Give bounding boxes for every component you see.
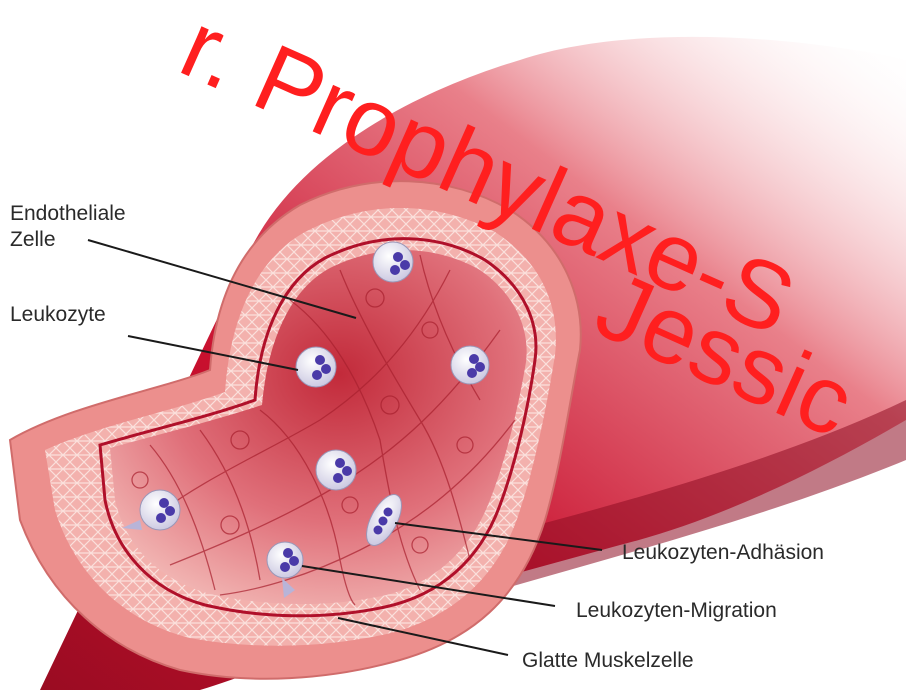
leukocyte-labeled (296, 347, 336, 387)
label-endothelial-line1: Endotheliale (10, 201, 126, 227)
label-leukocyte: Leukozyte (10, 302, 106, 328)
leukocyte-center (316, 450, 356, 490)
label-leukocyte-adhesion: Leukozyten-Adhäsion (622, 540, 824, 566)
label-endothelial-cell: Endotheliale Zelle (10, 201, 126, 253)
label-smooth-muscle-cell: Glatte Muskelzelle (522, 648, 694, 674)
leukocyte-top (373, 242, 413, 282)
leukocyte-right (451, 346, 489, 384)
label-endothelial-line2: Zelle (10, 227, 126, 253)
label-leukocyte-migration: Leukozyten-Migration (576, 598, 777, 624)
